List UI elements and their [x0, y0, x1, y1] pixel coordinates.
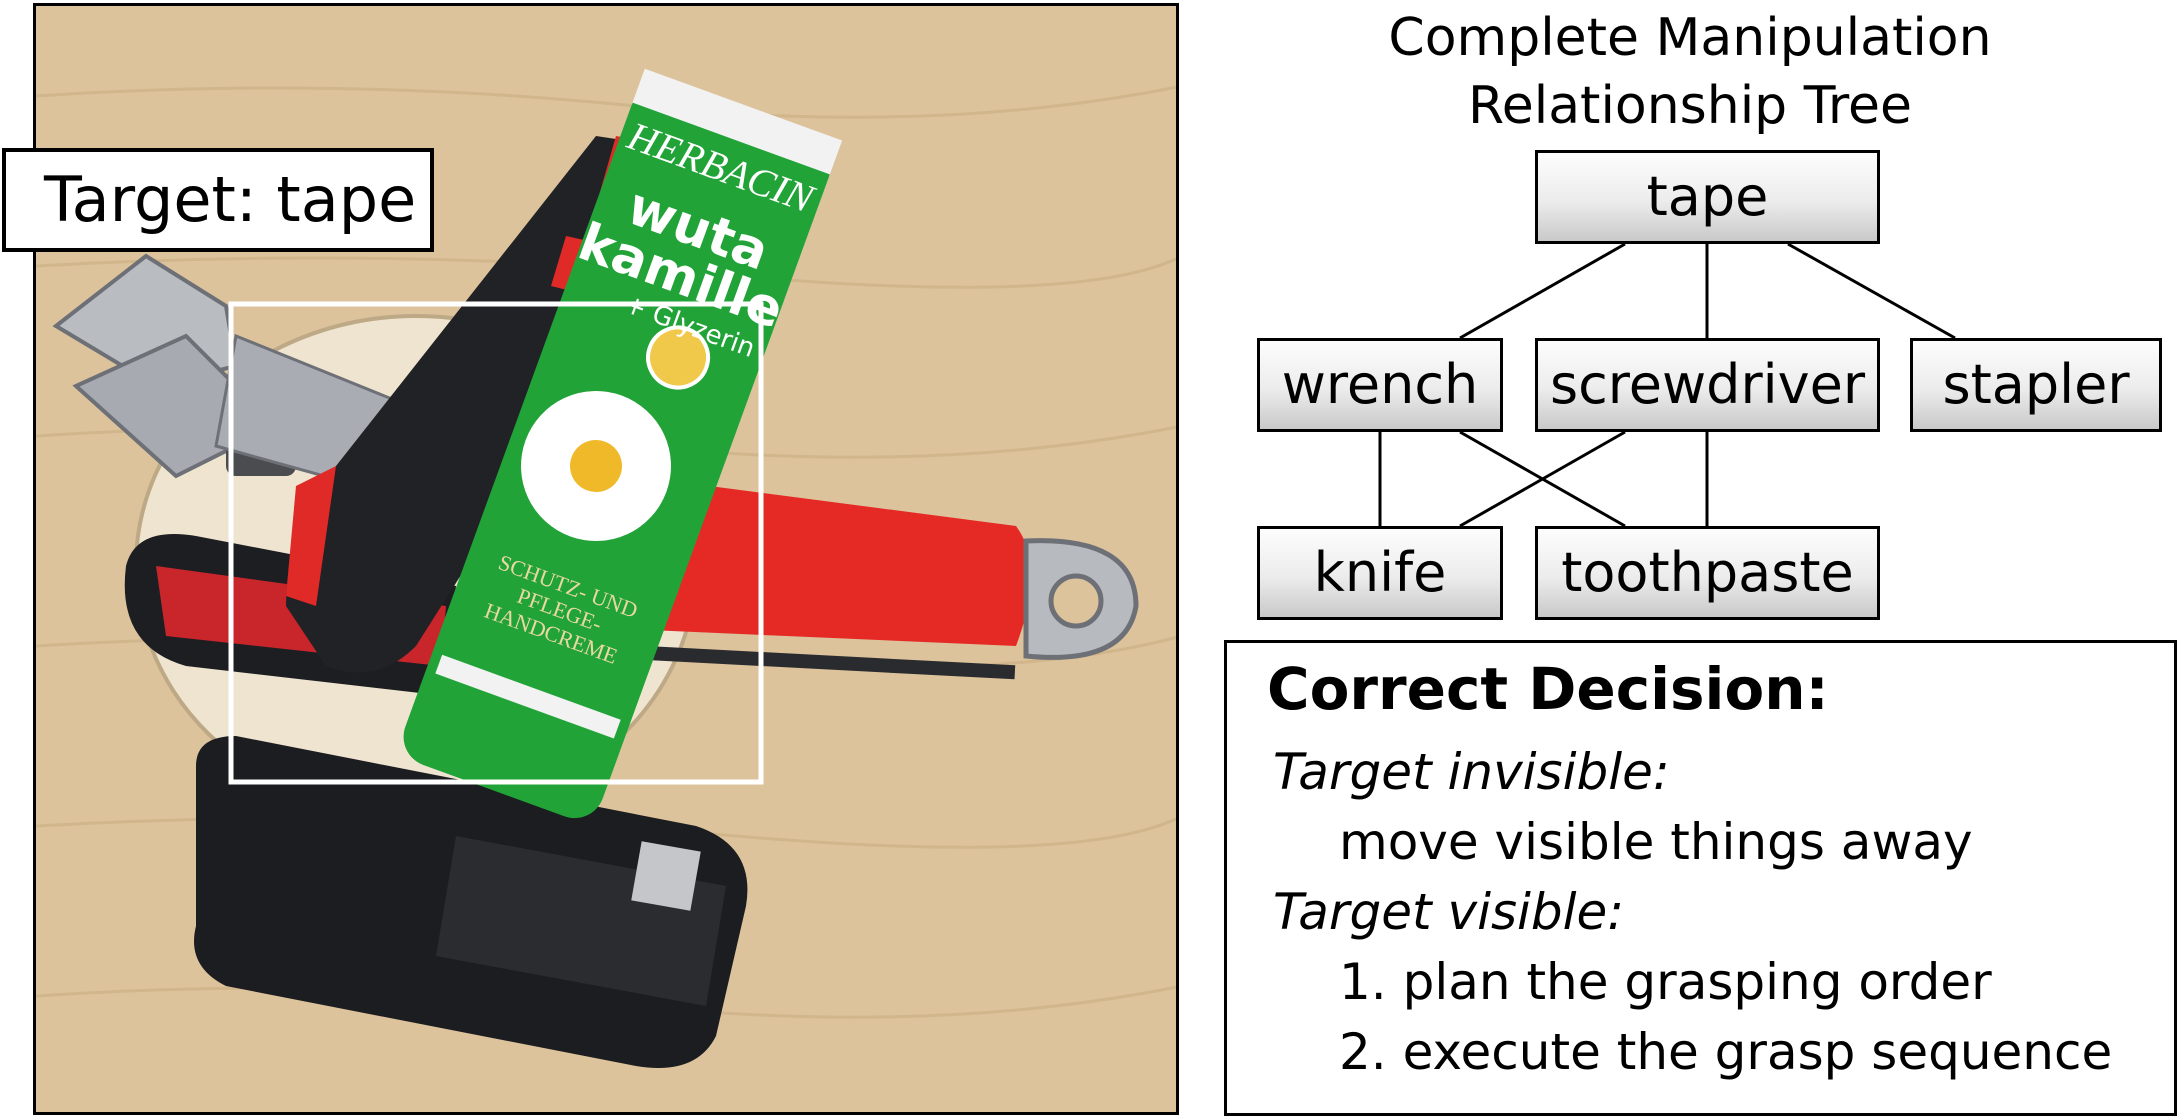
edge-screwdriver-knife — [1459, 430, 1626, 528]
decision-title: Correct Decision: — [1267, 655, 1829, 723]
target-bounding-box — [228, 301, 764, 785]
tree-node-stapler: stapler — [1910, 338, 2162, 432]
tree-title: Complete Manipulation Relationship Tree — [1230, 4, 2150, 140]
target-visible-label: Target visible: — [1273, 883, 1625, 941]
visible-step-2: 2. execute the grasp sequence — [1339, 1023, 2113, 1081]
toothpaste: HERBACIN wuta kamille + Glyzerin SCHUTZ-… — [403, 68, 843, 819]
tree-node-screwdriver: screwdriver — [1535, 338, 1880, 432]
tree-node-wrench: wrench — [1257, 338, 1503, 432]
decision-box: Correct Decision: Target invisible: move… — [1224, 640, 2177, 1116]
target-label: Target: tape — [2, 148, 434, 252]
tree-node-knife: knife — [1257, 526, 1503, 620]
visible-step-1: 1. plan the grasping order — [1339, 953, 1992, 1011]
tree-node-toothpaste: toothpaste — [1535, 526, 1880, 620]
tree-title-line-1: Complete Manipulation — [1388, 8, 1992, 68]
tree-title-line-2: Relationship Tree — [1467, 76, 1913, 136]
target-invisible-action: move visible things away — [1339, 813, 1973, 871]
edge-tape-wrench — [1459, 242, 1626, 340]
target-invisible-label: Target invisible: — [1273, 743, 1670, 801]
stapler — [194, 736, 748, 1068]
edge-tape-stapler — [1787, 242, 1956, 340]
tree-node-tape: tape — [1535, 150, 1880, 244]
